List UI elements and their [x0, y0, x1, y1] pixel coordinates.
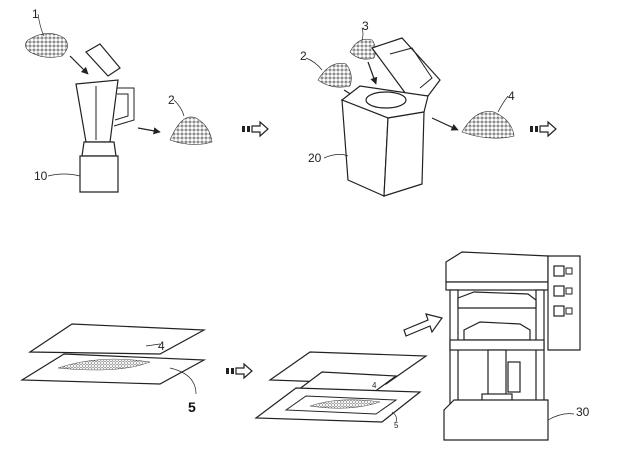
- label-sheet-layer-b: 5: [394, 421, 399, 430]
- leader-line-2b: [305, 57, 323, 71]
- label-granules-raw: 1: [32, 7, 39, 21]
- crushed-granules-a: [169, 116, 213, 145]
- leader-line-5b: [391, 411, 397, 423]
- outline-arrow-icon: [242, 120, 269, 138]
- raw-granules: [25, 33, 68, 58]
- sheet-stack-open: [19, 323, 207, 385]
- right-arrow-icon: [403, 313, 444, 337]
- leader-line-30: [547, 413, 575, 421]
- leader-line-3: [361, 27, 364, 41]
- leader-line-4: [497, 95, 509, 113]
- label-mixture-on-sheet-b: 4: [372, 381, 377, 390]
- label-mixer: 20: [308, 151, 322, 165]
- label-crushed-a: 2: [168, 93, 175, 107]
- leader-line-5: [169, 367, 197, 395]
- right-arrow-icon: [69, 55, 89, 75]
- hot-press: [443, 251, 581, 441]
- leader-line-10: [47, 173, 81, 177]
- label-mixture-on-sheet: 4: [158, 339, 165, 353]
- leader-line-2a: [173, 99, 185, 117]
- leader-line-20: [323, 154, 349, 159]
- mixer: [340, 37, 441, 197]
- mixture: [461, 111, 515, 139]
- label-additive: 3: [362, 19, 369, 33]
- sheet-stack-layered: [254, 351, 428, 423]
- label-press: 30: [576, 405, 590, 419]
- right-arrow-icon: [431, 117, 459, 131]
- outline-arrow-icon: [226, 362, 253, 380]
- label-sheet-layer: 5: [188, 399, 196, 415]
- label-mixture: 4: [508, 89, 515, 103]
- additive: [349, 38, 376, 60]
- right-arrow-icon: [367, 61, 378, 85]
- crushed-granules-b: [317, 63, 352, 88]
- leader-line-1: [37, 13, 45, 37]
- leader-line-4b: [145, 343, 161, 347]
- right-arrow-icon: [137, 127, 161, 135]
- label-crushed-b: 2: [300, 49, 307, 63]
- blender: [75, 43, 135, 193]
- outline-arrow-icon: [530, 120, 557, 138]
- label-blender: 10: [34, 169, 48, 183]
